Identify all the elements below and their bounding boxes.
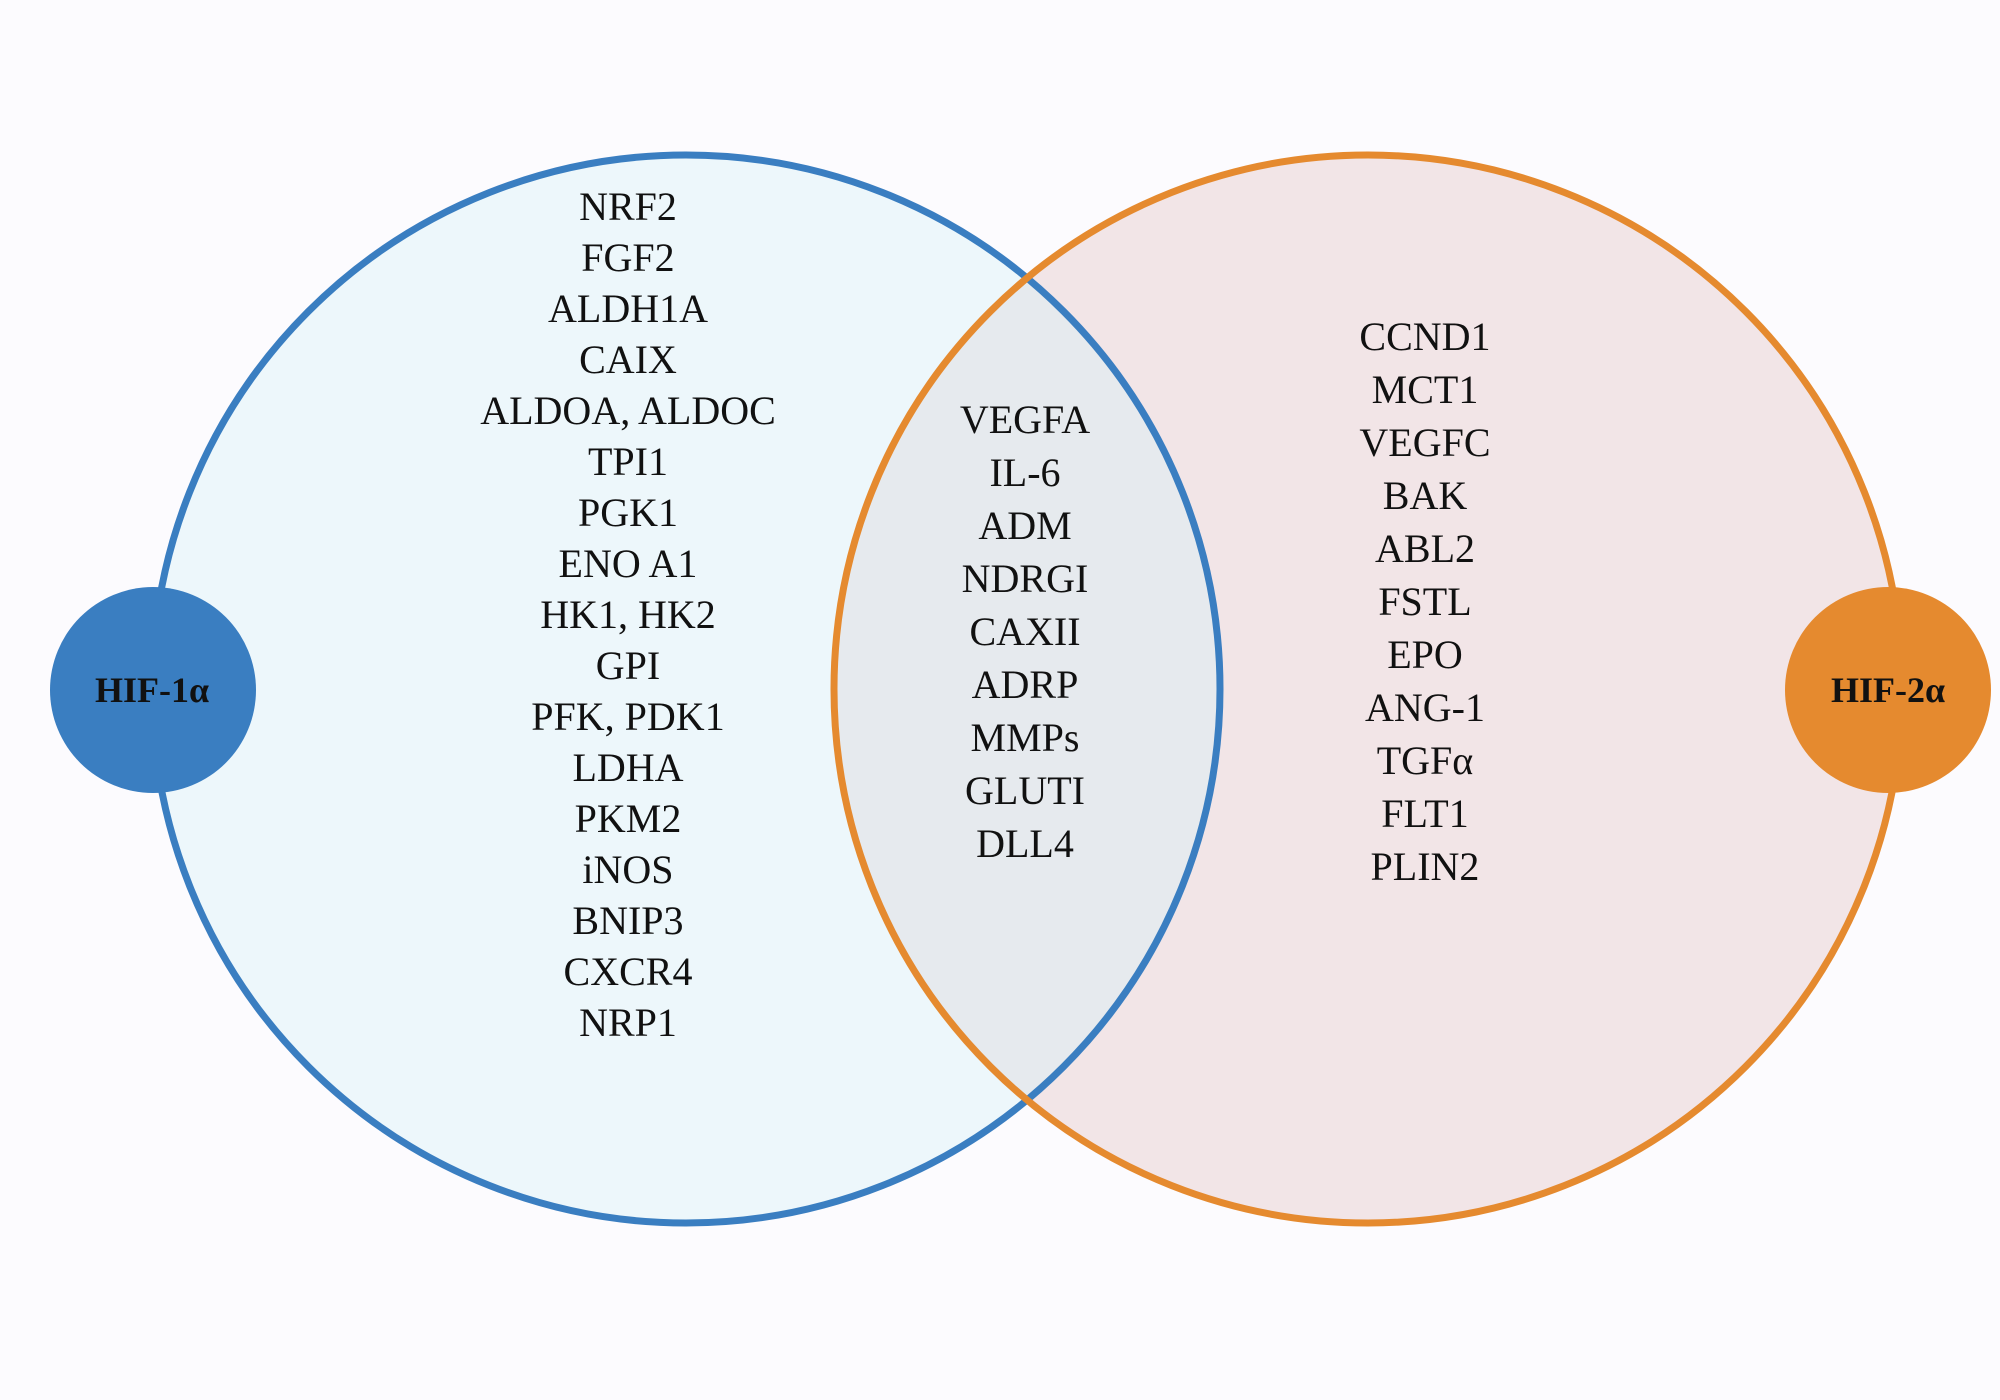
hif-1a-gene: ALDH1A	[548, 286, 708, 331]
hif-1a-gene: PKM2	[574, 796, 682, 841]
shared-gene: NDRGI	[961, 556, 1089, 601]
hif-2a-gene: PLIN2	[1370, 844, 1480, 889]
hif-2a-badge	[1785, 587, 1991, 793]
hif-2a-gene: CCND1	[1359, 314, 1491, 359]
shared-gene: GLUTI	[965, 768, 1085, 813]
hif-1a-gene: BNIP3	[572, 898, 684, 943]
shared-gene: VEGFA	[959, 397, 1091, 442]
hif-1a-gene: CXCR4	[563, 949, 693, 994]
hif-2a-gene: FSTL	[1378, 579, 1472, 624]
hif-2a-gene: ANG-1	[1365, 685, 1485, 730]
hif-1a-gene: iNOS	[582, 847, 674, 892]
hif-1a-gene: CAIX	[579, 337, 677, 382]
hif-1a-gene: FGF2	[581, 235, 675, 280]
hif-2a-gene: VEGFC	[1359, 420, 1491, 465]
hif-1a-gene: ALDOA, ALDOC	[480, 388, 776, 433]
hif-1a-badge	[50, 587, 256, 793]
shared-gene: ADRP	[971, 662, 1079, 707]
hif-1a-gene: NRF2	[579, 184, 677, 229]
overlap-region	[834, 155, 1220, 1223]
hif-1a-gene: GPI	[595, 643, 661, 688]
shared-gene: MMPs	[970, 715, 1080, 760]
hif-2a-gene: BAK	[1382, 473, 1468, 518]
hif-2a-gene: EPO	[1387, 632, 1463, 677]
shared-gene: CAXII	[969, 609, 1081, 654]
hif-2a-label: HIF-2α	[1830, 670, 1946, 710]
hif-1a-gene: PGK1	[577, 490, 679, 535]
hif-1a-gene: TPI1	[588, 439, 668, 484]
hif-1a-gene: ENO A1	[558, 541, 698, 586]
shared-gene: DLL4	[976, 821, 1074, 866]
hif-1a-label: HIF-1α	[94, 670, 210, 710]
hif-2a-gene: ABL2	[1375, 526, 1475, 571]
shared-gene: IL-6	[989, 450, 1061, 495]
hif-1a-gene: PFK, PDK1	[531, 694, 725, 739]
hif-2a-gene: TGFα	[1376, 738, 1474, 783]
hif-2a-gene: FLT1	[1381, 791, 1469, 836]
hif-1a-gene: NRP1	[579, 1000, 677, 1045]
hif-1a-gene: HK1, HK2	[540, 592, 716, 637]
hif-1a-gene: LDHA	[572, 745, 684, 790]
hif-2a-gene: MCT1	[1371, 367, 1479, 412]
shared-gene: ADM	[978, 503, 1072, 548]
